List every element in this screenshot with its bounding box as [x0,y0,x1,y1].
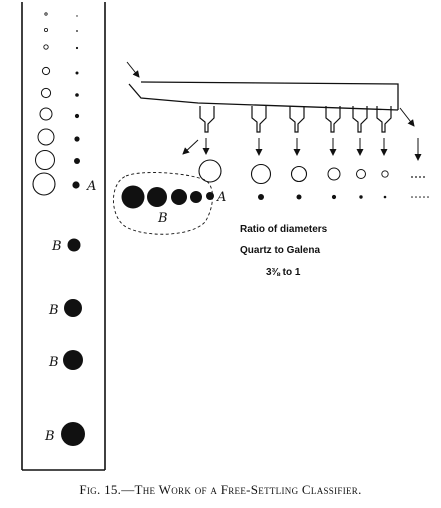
galena-particle [74,113,80,119]
label-b-spigot: B [157,211,168,226]
quartz-particle [35,150,55,170]
label-a-spigot: A [216,190,226,205]
fine-dot [423,196,425,198]
fine-dot [411,176,413,178]
spigot [199,106,215,133]
galena-particle [74,158,80,164]
discharge-arrows [182,138,422,161]
galena-particle [76,30,78,32]
galena-particle [72,181,80,189]
column-galena-particles [72,15,80,189]
galena-particle [76,15,78,17]
product-galena [296,194,302,200]
fine-dot [419,176,421,178]
ratio-line-2: Quartz to Galena [240,245,320,256]
fine-dot [411,196,413,198]
dashed-enclosure [113,172,213,235]
quartz-particle [44,12,48,16]
first-spigot-galena: A B [113,172,226,235]
overflow-fines [411,176,429,198]
galena-b-particle [67,238,81,252]
fine-dot [427,196,429,198]
product-galena [383,195,387,199]
trough-bottom [128,83,399,111]
ratio-line-1: Ratio of diameters [240,224,328,235]
galena-b-particle [61,422,85,446]
spigot [289,106,305,133]
product-galena [258,194,264,200]
trough-top [140,81,399,110]
column-quartz-particles [32,12,56,196]
ratio-line-3: 3⅜ to 1 [266,267,301,278]
galena-b-particle [147,187,167,207]
column-large-galena [61,238,85,446]
galena-b-particle [63,350,83,370]
classifier-trough [126,61,415,127]
spigot [376,106,392,133]
galena-particle [75,93,79,97]
product-quartz [356,169,366,179]
galena-a-particle [206,192,214,200]
product-quartz [327,167,341,181]
classifier-spigots [199,106,392,133]
product-galena [359,195,363,199]
label-b-column-2: B [48,303,59,318]
product-quartz [250,163,272,185]
spigot [325,106,341,133]
spigot [352,106,368,133]
fine-dot [423,176,425,178]
quartz-particle [44,27,49,32]
spigot-products [198,159,389,200]
spigot [251,106,267,133]
product-quartz [381,170,389,178]
galena-b-particle [171,189,187,205]
quartz-particle [43,44,49,50]
galena-b-particle [64,299,82,317]
galena-b-particle [190,191,202,203]
fine-dot [419,196,421,198]
quartz-particle [41,66,51,76]
figure-caption: Fig. 15.—The Work of a Free-Settling Cla… [79,482,362,497]
galena-particle [75,46,79,50]
galena-particle [75,71,79,75]
galena-b-particle [121,185,145,209]
product-quartz [198,159,222,183]
galena-particle [74,136,80,142]
overflow-arrow [399,107,415,127]
quartz-particle [32,172,56,196]
quartz-particle [39,107,53,121]
settling-column [21,2,106,471]
label-b-column-3: B [48,355,59,370]
label-b-column-4: B [44,429,55,444]
product-galena [331,194,337,200]
feed-arrow [126,61,140,78]
label-a-column: A [86,179,96,194]
fine-dot [415,176,417,178]
fine-dot [415,196,417,198]
ratio-annotation: Ratio of diameters Quartz to Galena 3⅜ t… [240,224,328,278]
product-quartz [290,165,308,183]
quartz-particle [37,128,55,146]
quartz-particle [40,87,52,99]
label-b-column-1: B [51,239,62,254]
discharge-arrow [182,139,199,155]
